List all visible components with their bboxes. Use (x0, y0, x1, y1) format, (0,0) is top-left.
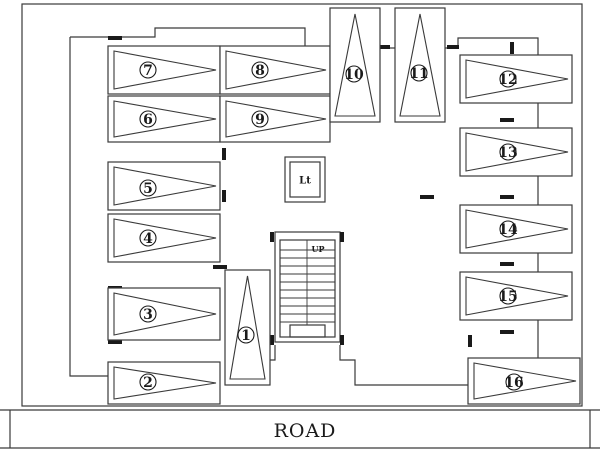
wall-stub (378, 45, 390, 49)
car-direction-arrow (225, 50, 327, 90)
parking-bay-5: 5 (107, 161, 221, 211)
car-direction-arrow (113, 166, 217, 206)
bay-number: 12 (498, 72, 517, 88)
parking-bay-11: 11 (394, 7, 446, 123)
car-direction-arrow (113, 366, 217, 400)
car-direction-arrow (225, 100, 327, 138)
parking-bay-6: 6 (107, 95, 221, 143)
wall-stub (500, 195, 514, 199)
car-direction-arrow (399, 13, 441, 117)
bay-outline (219, 45, 331, 95)
bay-number-circle (499, 70, 517, 88)
bay-number: 10 (344, 67, 364, 83)
wall-stub (500, 262, 514, 266)
parking-bay-4: 4 (107, 213, 221, 263)
bay-number-circle (499, 143, 517, 161)
stair-up-label: UP (312, 244, 325, 254)
bay-outline (107, 213, 221, 263)
staircase: UP (274, 231, 341, 343)
car-direction-arrow (465, 276, 569, 316)
bay-outline (107, 287, 221, 341)
wall-stub (500, 118, 514, 122)
bay-outline (107, 161, 221, 211)
wall-stub (340, 232, 344, 242)
bay-number-circle (251, 61, 269, 79)
bay-number: 14 (498, 222, 518, 238)
bay-number-circle (237, 326, 255, 344)
bay-number: 9 (255, 112, 265, 128)
bay-number-circle (139, 305, 157, 323)
parking-bay-12: 12 (459, 54, 573, 104)
car-direction-arrow (113, 100, 217, 138)
wall-stub (108, 340, 122, 344)
bay-number: 7 (143, 63, 153, 79)
parking-bay-16: 16 (467, 357, 581, 405)
wall-stub (468, 335, 472, 347)
bay-number-circle (139, 179, 157, 197)
bay-number-circle (139, 373, 157, 391)
bay-number: 13 (498, 145, 517, 161)
parking-bay-1: 1 (224, 269, 271, 386)
car-direction-arrow (473, 362, 577, 400)
bay-number-circle (139, 229, 157, 247)
bay-outline (329, 7, 381, 123)
car-direction-arrow (113, 218, 217, 258)
car-direction-arrow (113, 50, 217, 90)
road-label: ROAD (274, 420, 337, 442)
bay-number-circle (345, 65, 363, 83)
parking-bay-8: 8 (219, 45, 331, 95)
car-direction-arrow (229, 275, 266, 380)
bay-number-circle (139, 61, 157, 79)
car-direction-arrow (113, 292, 217, 336)
bay-number-circle (499, 220, 517, 238)
bay-number: 6 (143, 112, 153, 128)
wall-stub (213, 265, 227, 269)
wall-stub (270, 335, 274, 345)
wall-stub (447, 45, 459, 49)
wall-stub (510, 42, 514, 54)
lift-label: Lt (299, 176, 311, 187)
car-direction-arrow (465, 209, 569, 249)
bay-number: 11 (409, 66, 428, 82)
parking-bay-10: 10 (329, 7, 381, 123)
lift-core: Lt (284, 156, 326, 203)
bay-number-circle (499, 287, 517, 305)
bay-number: 8 (255, 63, 265, 79)
parking-bay-7: 7 (107, 45, 221, 95)
wall-stub (420, 195, 434, 199)
bay-number-circle (139, 110, 157, 128)
bay-number: 15 (498, 289, 517, 305)
wall-stub (340, 335, 344, 345)
car-direction-arrow (334, 13, 376, 117)
wall-stub (222, 148, 226, 160)
bay-number-circle (505, 373, 523, 391)
parking-bay-3: 3 (107, 287, 221, 341)
parking-bay-15: 15 (459, 271, 573, 321)
car-direction-arrow (465, 132, 569, 172)
parking-bay-13: 13 (459, 127, 573, 177)
wall-stub (222, 190, 226, 202)
bay-number: 4 (143, 231, 153, 247)
bay-number: 1 (241, 328, 251, 344)
road: ROAD (0, 409, 600, 449)
car-direction-arrow (465, 59, 569, 99)
bay-number-circle (410, 64, 428, 82)
bay-outline (107, 45, 221, 95)
wall-stub (108, 36, 122, 40)
parking-bay-2: 2 (107, 361, 221, 405)
site-boundary (21, 3, 583, 407)
bay-number: 3 (143, 307, 153, 323)
parking-bay-9: 9 (219, 95, 331, 143)
bay-number: 16 (504, 375, 523, 391)
wall-stub (270, 232, 274, 242)
wall-stub (500, 330, 514, 334)
bay-number: 5 (143, 181, 153, 197)
bay-number-circle (251, 110, 269, 128)
parking-bay-14: 14 (459, 204, 573, 254)
bay-number: 2 (143, 375, 153, 391)
